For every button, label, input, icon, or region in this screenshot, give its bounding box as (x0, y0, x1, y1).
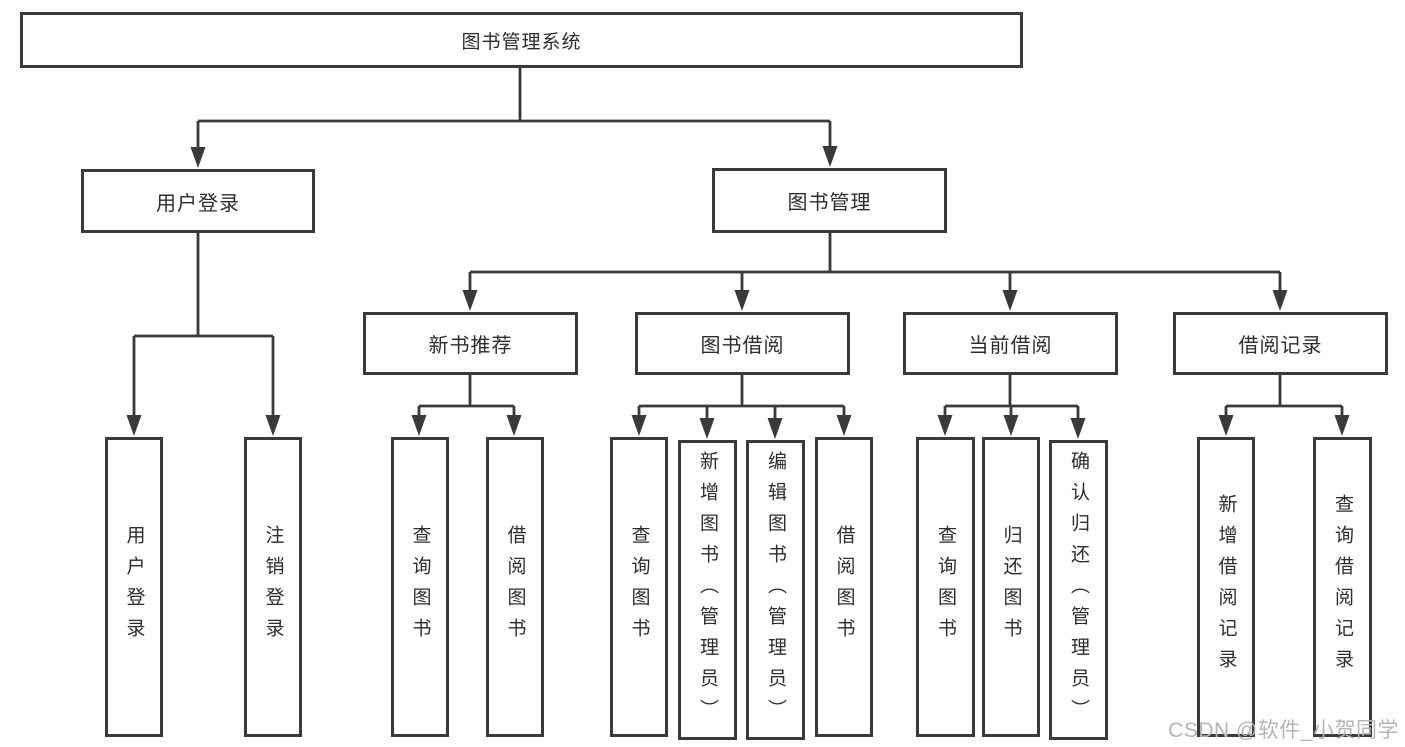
leaf-label: 查询图书 (409, 525, 431, 649)
arrowhead-down-icon (1272, 290, 1288, 311)
leaf-label: 查询图书 (935, 525, 956, 649)
leaf-label: 借阅图书 (833, 525, 855, 649)
arrowhead-down-icon (1003, 415, 1019, 436)
leaf-borrow-books-recommend: 借阅图书 (486, 437, 544, 737)
arrowhead-down-icon (462, 290, 478, 311)
leaf-label: 注销登录 (262, 525, 284, 649)
arrowhead-down-icon (506, 415, 522, 436)
leaf-label: 确认归还（管理员） (1068, 450, 1089, 730)
arrowhead-down-icon (1002, 290, 1018, 311)
leaf-query-books-recommend: 查询图书 (391, 437, 449, 737)
leaf-return-book: 归还图书 (982, 437, 1040, 737)
leaf-logout: 注销登录 (244, 437, 302, 737)
arrowhead-down-icon (699, 418, 715, 439)
node-borrow-records: 借阅记录 (1173, 312, 1388, 375)
leaf-query-books-borrow: 查询图书 (610, 437, 668, 737)
node-book-borrow: 图书借阅 (635, 312, 850, 375)
leaf-user-login: 用户登录 (105, 437, 163, 737)
leaf-borrow-books: 借阅图书 (815, 437, 873, 737)
leaf-label: 新增借阅记录 (1215, 494, 1237, 680)
arrowhead-down-icon (631, 415, 647, 436)
leaf-query-borrow-record: 查询借阅记录 (1313, 437, 1372, 737)
leaf-label: 查询图书 (628, 525, 650, 649)
node-current-borrow: 当前借阅 (903, 312, 1118, 375)
arrowhead-down-icon (836, 415, 852, 436)
arrowhead-down-icon (190, 147, 206, 168)
arrowhead-down-icon (126, 415, 142, 436)
arrowhead-down-icon (822, 146, 838, 167)
leaf-confirm-return-admin: 确认归还（管理员） (1049, 440, 1108, 740)
leaf-label: 编辑图书（管理员） (765, 450, 786, 730)
leaf-label: 新增图书（管理员） (697, 450, 718, 730)
arrowhead-down-icon (937, 415, 953, 436)
arrowhead-down-icon (265, 415, 281, 436)
leaf-label: 借阅图书 (504, 525, 526, 649)
arrowhead-down-icon (411, 415, 427, 436)
arrowhead-down-icon (734, 290, 750, 311)
leaf-label: 用户登录 (123, 525, 145, 649)
arrowhead-down-icon (1070, 418, 1086, 439)
node-new-book-recommend: 新书推荐 (363, 312, 578, 375)
leaf-edit-book-admin: 编辑图书（管理员） (746, 440, 805, 740)
leaf-label: 查询借阅记录 (1332, 494, 1353, 680)
arrowhead-down-icon (1334, 415, 1350, 436)
csdn-watermark: CSDN @软件_小贺同学 (1168, 719, 1399, 742)
leaf-label: 归还图书 (1000, 525, 1022, 649)
node-book-management: 图书管理 (712, 168, 947, 233)
arrowhead-down-icon (1218, 415, 1234, 436)
leaf-add-borrow-record: 新增借阅记录 (1197, 437, 1255, 737)
node-root: 图书管理系统 (20, 12, 1023, 68)
arrowhead-down-icon (767, 418, 783, 439)
node-user-login: 用户登录 (81, 169, 315, 233)
leaf-add-book-admin: 新增图书（管理员） (678, 440, 737, 740)
leaf-query-books-current: 查询图书 (916, 437, 975, 737)
